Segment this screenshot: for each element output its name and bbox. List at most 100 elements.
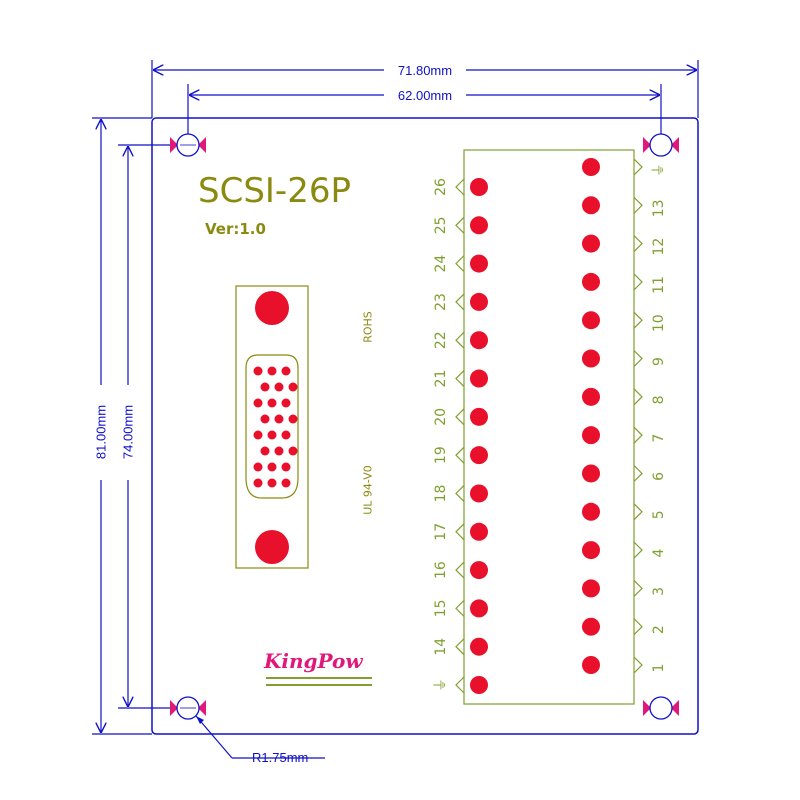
connector-pin	[281, 462, 291, 472]
terminal-screw-mark	[455, 446, 465, 464]
terminal-pad	[470, 599, 488, 618]
connector-pin	[253, 462, 263, 472]
terminal-label: 17	[433, 523, 449, 541]
terminal-pad	[582, 579, 600, 598]
terminal-right-1: ⏚	[582, 158, 667, 177]
mounting-hole-bottom-right	[643, 696, 679, 720]
terminal-screw-mark	[455, 638, 465, 656]
ul-rating-label: UL 94-V0	[362, 465, 375, 515]
connector-pin	[288, 414, 298, 424]
brand-name: KingPow	[263, 649, 363, 673]
terminal-column-right: ⏚ 13 12 11 10 9 8 7 6 5 4 3 2 1	[582, 158, 667, 674]
connector-pin	[253, 398, 263, 408]
connector-pin	[260, 382, 270, 392]
terminal-left-3: 24	[433, 254, 488, 273]
connector-pin	[281, 366, 291, 376]
dimension-overall-height: 81.00mm	[92, 117, 152, 735]
terminal-screw-mark	[455, 255, 465, 273]
connector-pins	[253, 366, 298, 488]
terminal-label: 16	[433, 561, 449, 579]
terminal-right-4: 11	[582, 272, 667, 294]
board-outline	[151, 117, 699, 735]
terminal-pad	[582, 387, 600, 406]
terminal-label: 12	[651, 238, 667, 256]
terminal-right-8: 7	[582, 426, 667, 445]
terminal-label: 9	[651, 357, 667, 366]
terminal-screw-mark	[455, 561, 465, 579]
terminal-pad	[470, 216, 488, 235]
connector-pin	[253, 366, 263, 376]
terminal-right-11: 4	[582, 541, 667, 560]
terminal-right-9: 6	[582, 464, 667, 483]
terminal-screw-mark	[455, 408, 465, 426]
connector-pin	[260, 446, 270, 456]
terminal-label: 15	[433, 599, 449, 617]
terminal-pad	[582, 158, 600, 176]
dimension-hole-radius-label: R1.75mm	[252, 750, 308, 765]
terminal-label: 7	[651, 434, 667, 443]
terminal-pad	[470, 637, 488, 656]
mounting-hole-top-right	[643, 133, 679, 157]
terminal-left-10: 17	[433, 522, 488, 541]
terminal-screw-mark	[633, 541, 643, 559]
terminal-right-13: 2	[582, 617, 667, 636]
terminal-pad	[582, 349, 600, 368]
terminal-left-12: 15	[433, 599, 488, 618]
terminal-screw-mark	[633, 426, 643, 444]
terminal-label: ⏚	[651, 163, 667, 177]
terminal-left-7: 20	[433, 407, 488, 426]
mounting-hole-bottom-left	[170, 696, 206, 720]
terminal-left-5: 22	[433, 331, 488, 350]
terminal-screw-mark	[633, 503, 643, 521]
terminal-pad	[470, 292, 488, 311]
terminal-label: 8	[651, 395, 667, 404]
terminal-label: 24	[433, 255, 449, 273]
terminal-pad	[582, 311, 600, 330]
terminal-label: 6	[651, 472, 667, 481]
terminal-right-12: 3	[582, 579, 667, 598]
connector-pin	[267, 462, 277, 472]
dimension-hole-radius: R1.75mm	[195, 715, 325, 765]
terminal-label: 1	[651, 664, 667, 673]
connector-pin	[267, 366, 277, 376]
terminal-screw-mark	[633, 235, 643, 253]
terminal-label: 26	[433, 178, 449, 196]
terminal-screw-mark	[455, 485, 465, 502]
connector-pin	[288, 446, 298, 456]
db26-connector	[235, 285, 309, 569]
terminal-left-4: 23	[433, 292, 488, 311]
terminal-pad	[470, 522, 488, 541]
terminal-screw-mark	[455, 523, 465, 541]
terminal-screw-mark	[455, 676, 465, 694]
dimension-overall-width: 71.80mm	[151, 60, 699, 118]
connector-pin	[288, 382, 298, 392]
terminal-label: 10	[651, 314, 667, 332]
terminal-pad	[470, 561, 488, 580]
terminal-right-10: 5	[582, 502, 667, 521]
connector-pin	[267, 430, 277, 440]
terminal-screw-mark	[455, 293, 465, 311]
connector-pin	[260, 414, 270, 424]
terminal-screw-mark	[455, 370, 465, 387]
dimension-hole-spacing-x: 62.00mm	[187, 84, 662, 140]
connector-pin	[267, 398, 277, 408]
terminal-pad	[582, 502, 600, 521]
dimension-overall-height-label: 81.00mm	[94, 405, 109, 459]
terminal-right-2: 13	[582, 196, 667, 217]
terminal-pad	[470, 369, 488, 388]
terminal-label: 25	[433, 216, 449, 234]
terminal-right-3: 12	[582, 234, 667, 256]
dimension-hole-spacing-x-label: 62.00mm	[398, 88, 452, 103]
terminal-label: 22	[433, 331, 449, 349]
connector-pin	[267, 478, 277, 488]
terminal-pad	[582, 426, 600, 445]
terminal-left-9: 18	[433, 484, 488, 503]
terminal-pad	[582, 617, 600, 636]
terminal-label: 4	[651, 549, 667, 558]
terminal-pad	[470, 331, 488, 350]
terminal-left-2: 25	[433, 216, 488, 235]
terminal-screw-mark	[455, 178, 465, 196]
